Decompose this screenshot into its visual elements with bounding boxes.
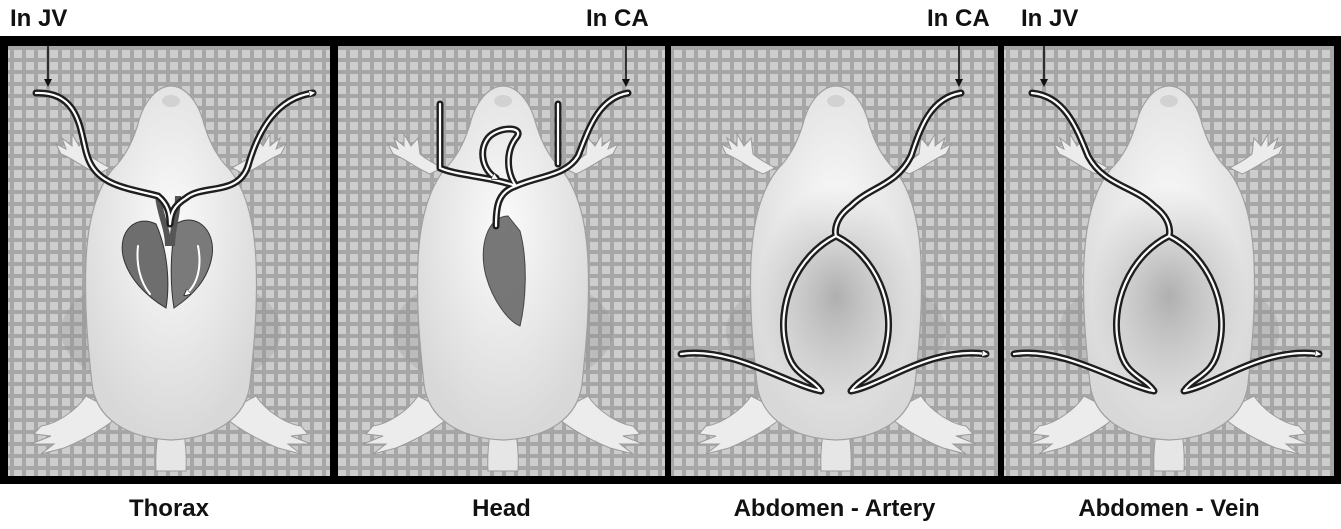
label-in-jv-right: In JV: [1021, 3, 1078, 35]
caption-thorax: Thorax: [8, 492, 330, 526]
label-in-ca-head: In CA: [586, 3, 649, 35]
caption-abdomen-artery: Abdomen - Artery: [671, 492, 998, 526]
label-in-ca-abdomen: In CA: [927, 3, 990, 35]
caption-head: Head: [338, 492, 665, 526]
label-in-jv-left: In JV: [10, 3, 67, 35]
caption-abdomen-vein: Abdomen - Vein: [1004, 492, 1334, 526]
perfusion-diagram: [0, 36, 1341, 484]
